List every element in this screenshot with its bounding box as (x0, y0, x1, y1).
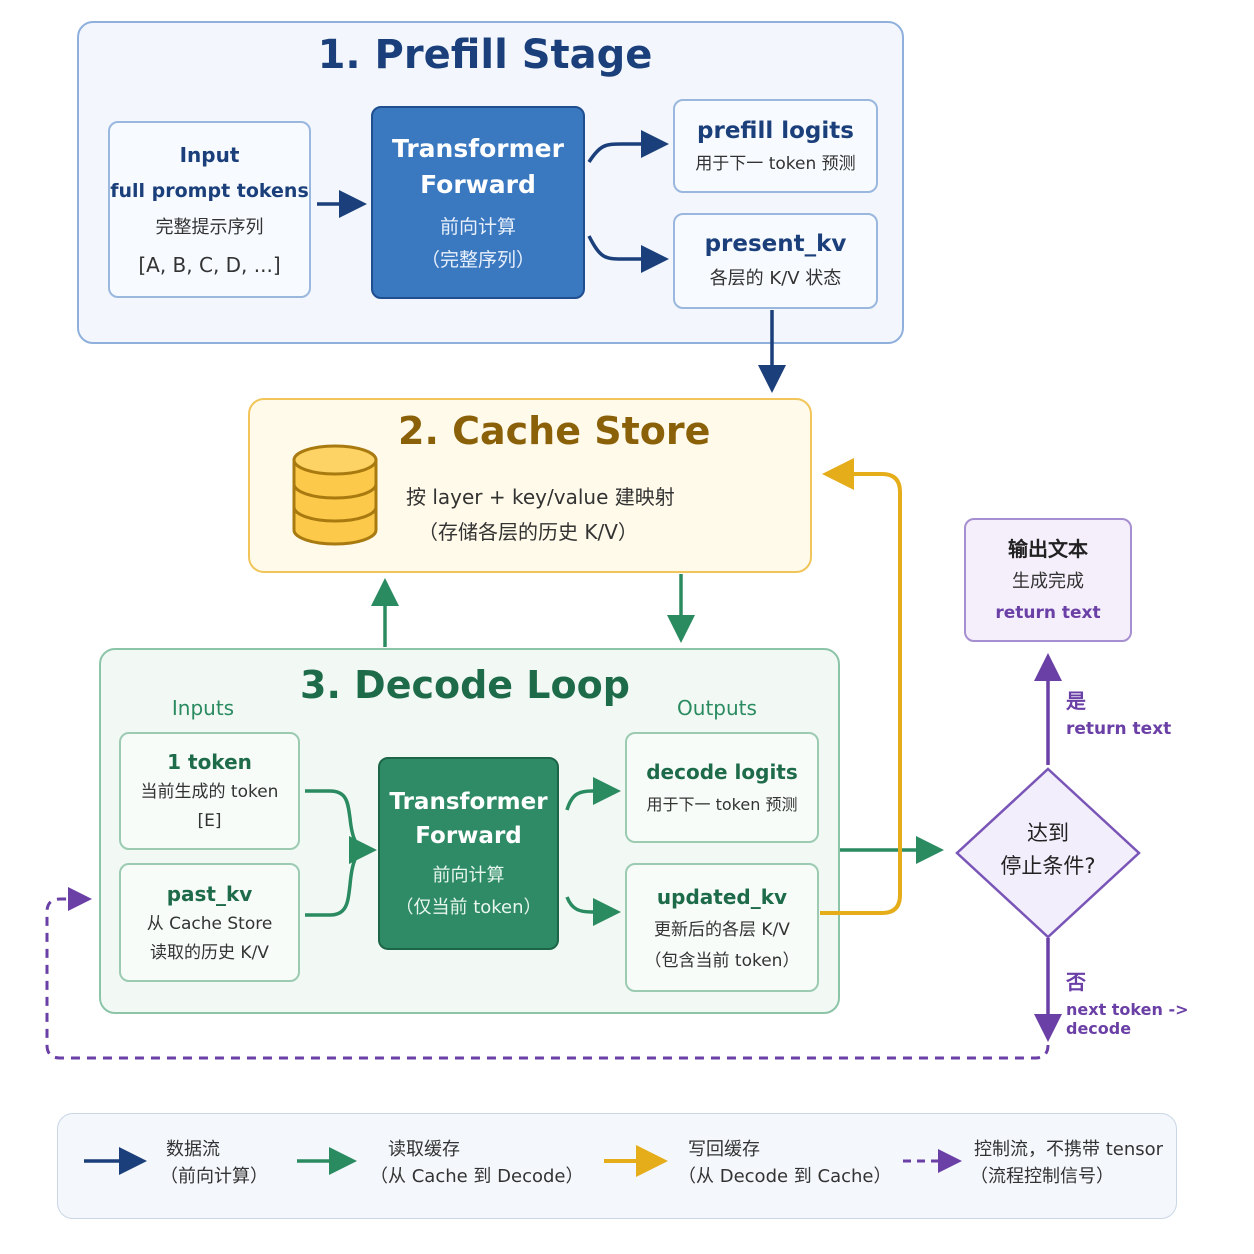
legend-read-cache-title: 读取缓存 (388, 1139, 460, 1160)
decode-outputs-label: Outputs (677, 696, 757, 720)
present-kv-sub: 各层的 K/V 状态 (709, 268, 842, 289)
updated-kv-sub1: 更新后的各层 K/V (654, 919, 790, 940)
decode-transformer-title: Transformer (389, 788, 548, 815)
decode-token-sub: 当前生成的 token (140, 782, 279, 802)
prefill-input-sequence: [A, B, C, D, ...] (138, 252, 281, 277)
prefill-input-box: Input full prompt tokens 完整提示序列 [A, B, C… (108, 121, 311, 298)
past-kv-title: past_kv (166, 881, 253, 906)
decode-logits-title: decode logits (646, 759, 798, 784)
legend-control-flow-sub: （流程控制信号） (970, 1166, 1114, 1187)
legend-data-flow-sub: （前向计算） (160, 1166, 268, 1187)
cache-store-mapping: 按 layer + key/value 建映射 (406, 485, 675, 509)
prefill-stage-title: 1. Prefill Stage (317, 32, 653, 78)
cache-store-note: （存储各层的历史 K/V） (418, 520, 638, 544)
prefill-transformer-note: （完整序列） (420, 248, 535, 271)
prefill-logits-box: prefill logits 用于下一 token 预测 (673, 99, 878, 193)
output-text-box: 输出文本 生成完成 return text (964, 518, 1132, 642)
output-text-title: 输出文本 (1008, 537, 1088, 561)
arrow-token-to-transformer (305, 789, 377, 864)
decode-transformer-note: （仅当前 token） (395, 896, 542, 918)
updated-kv-title: updated_kv (656, 884, 788, 909)
decode-loop-title: 3. Decode Loop (300, 663, 630, 707)
prefill-logits-title: prefill logits (697, 118, 854, 144)
decode-token-value: [E] (197, 811, 222, 831)
stop-condition-diamond (955, 767, 1141, 939)
past-kv-sub1: 从 Cache Store (146, 913, 273, 934)
decision-no-label: 否 (1066, 970, 1086, 994)
legend-control-flow: 控制流，不携带 tensor （流程控制信号） (970, 1136, 1163, 1190)
arrow-transformer-to-decode-logits (565, 777, 621, 811)
updated-kv-sub2: （包含当前 token） (644, 950, 800, 971)
decode-transformer-zh: 前向计算 (432, 864, 505, 886)
decode-logits-sub: 用于下一 token 预测 (646, 794, 798, 814)
present-kv-title: present_kv (704, 231, 847, 257)
arrow-past-kv-to-transformer (305, 848, 369, 917)
decode-transformer-box: Transformer Forward 前向计算 （仅当前 token） (378, 757, 559, 950)
legend-data-flow: 数据流 （前向计算） (160, 1136, 268, 1190)
prefill-input-zh: 完整提示序列 (155, 216, 264, 238)
stop-condition-line1: 达到 (1027, 821, 1069, 845)
prefill-logits-sub: 用于下一 token 预测 (695, 154, 856, 174)
legend-control-flow-title: 控制流，不携带 tensor (974, 1139, 1164, 1160)
legend-data-flow-title: 数据流 (166, 1139, 220, 1160)
arrow-transformer-to-present-kv (587, 235, 669, 273)
legend-read-cache: 读取缓存 （从 Cache 到 Decode） (370, 1136, 584, 1190)
past-kv-box: past_kv 从 Cache Store 读取的历史 K/V (119, 863, 300, 982)
prefill-input-tokens-label: full prompt tokens (110, 179, 309, 202)
decision-no-sub: next token -> decode (1066, 1000, 1189, 1038)
present-kv-box: present_kv 各层的 K/V 状态 (673, 213, 878, 309)
decode-token-box: 1 token 当前生成的 token [E] (119, 732, 300, 850)
stop-condition-line2: 停止条件? (1000, 854, 1096, 878)
prefill-input-label: Input (179, 142, 240, 167)
prefill-transformer-zh: 前向计算 (439, 215, 516, 238)
cache-store-title: 2. Cache Store (398, 409, 711, 453)
legend-panel (57, 1113, 1177, 1219)
legend-write-cache-sub: （从 Decode 到 Cache） (678, 1166, 892, 1187)
legend-read-cache-sub: （从 Cache 到 Decode） (370, 1166, 584, 1187)
output-text-sub: 生成完成 (1012, 571, 1084, 592)
prefill-transformer-title: Transformer (392, 133, 564, 163)
legend-write-cache: 写回缓存 （从 Decode 到 Cache） (678, 1136, 892, 1190)
updated-kv-box: updated_kv 更新后的各层 K/V （包含当前 token） (625, 863, 819, 992)
prefill-transformer-box: Transformer Forward 前向计算 （完整序列） (371, 106, 585, 299)
arrow-write-back-to-cache (820, 458, 902, 915)
decode-token-title: 1 token (167, 750, 252, 774)
arrow-transformer-to-updated-kv (565, 896, 621, 926)
prefill-transformer-subtitle: Forward (420, 169, 536, 199)
decision-yes-label: 是 (1066, 689, 1086, 713)
database-icon (292, 444, 378, 546)
past-kv-sub2: 读取的历史 K/V (150, 942, 269, 963)
legend-write-cache-title: 写回缓存 (688, 1139, 760, 1160)
decision-yes-sub: return text (1066, 719, 1172, 739)
decode-logits-box: decode logits 用于下一 token 预测 (625, 732, 819, 843)
output-text-code: return text (995, 603, 1101, 623)
decode-inputs-label: Inputs (171, 696, 235, 720)
decode-transformer-subtitle: Forward (415, 822, 522, 849)
arrow-transformer-to-logits (587, 130, 669, 163)
